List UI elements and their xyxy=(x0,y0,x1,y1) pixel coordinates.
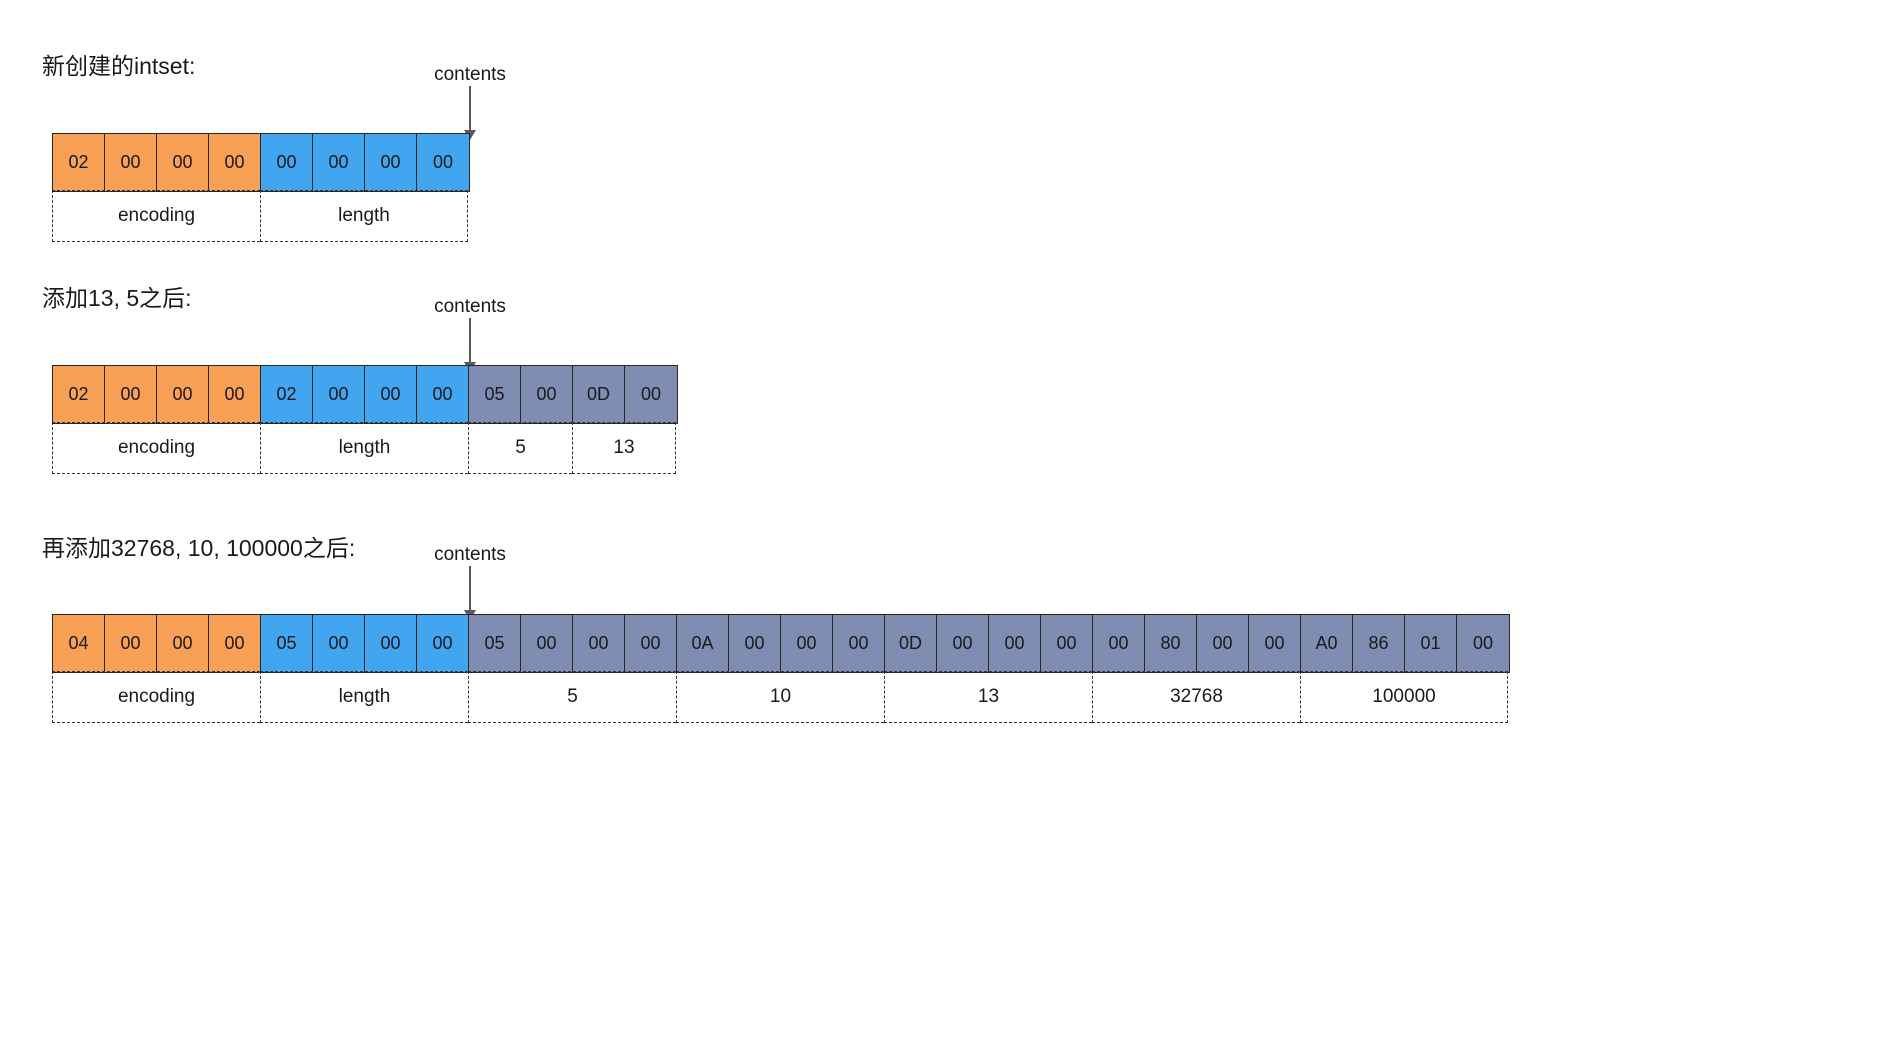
field-label-segment: 5 xyxy=(468,671,676,723)
byte-cell: 00 xyxy=(521,366,573,423)
byte-cell: 00 xyxy=(781,615,833,672)
byte-cell: 00 xyxy=(1093,615,1145,672)
byte-cell: 02 xyxy=(53,366,105,423)
byte-cell: 00 xyxy=(417,615,469,672)
byte-cell: 0A xyxy=(677,615,729,672)
byte-cell: 00 xyxy=(989,615,1041,672)
byte-cell: 00 xyxy=(365,366,417,423)
byte-cell: 05 xyxy=(261,615,313,672)
byte-cell: 00 xyxy=(417,366,469,423)
byte-cell: 05 xyxy=(469,366,521,423)
contents-pointer-arrow-icon xyxy=(464,86,476,140)
diagram-caption: 新创建的intset: xyxy=(42,53,196,79)
byte-cell: 00 xyxy=(365,615,417,672)
byte-cell: 00 xyxy=(209,615,261,672)
byte-cell: 00 xyxy=(1457,615,1509,672)
byte-cell: 86 xyxy=(1353,615,1405,672)
byte-cell: 0D xyxy=(885,615,937,672)
byte-cell: 00 xyxy=(729,615,781,672)
byte-cell: 00 xyxy=(417,134,469,191)
byte-cell: A0 xyxy=(1301,615,1353,672)
byte-cell: 00 xyxy=(157,134,209,191)
field-label-segment: encoding xyxy=(52,671,260,723)
contents-pointer-arrow-icon xyxy=(464,566,476,620)
byte-cell: 0D xyxy=(573,366,625,423)
byte-cell: 00 xyxy=(209,134,261,191)
byte-cell: 00 xyxy=(625,366,677,423)
byte-cell: 00 xyxy=(1249,615,1301,672)
contents-pointer-arrow-icon xyxy=(464,318,476,372)
byte-cell: 00 xyxy=(313,134,365,191)
field-label-segment: 32768 xyxy=(1092,671,1300,723)
byte-cell: 00 xyxy=(209,366,261,423)
diagram-caption: 添加13, 5之后: xyxy=(42,285,192,311)
byte-cell: 04 xyxy=(53,615,105,672)
byte-cell: 00 xyxy=(105,366,157,423)
byte-cell: 00 xyxy=(1041,615,1093,672)
byte-cell: 00 xyxy=(105,134,157,191)
byte-cell: 01 xyxy=(1405,615,1457,672)
byte-cell: 80 xyxy=(1145,615,1197,672)
field-label-segment: encoding xyxy=(52,422,260,474)
contents-pointer-label: contents xyxy=(434,544,506,565)
byte-cell: 00 xyxy=(261,134,313,191)
byte-cell: 00 xyxy=(157,615,209,672)
byte-cell: 00 xyxy=(313,366,365,423)
byte-cell: 00 xyxy=(157,366,209,423)
field-label-segment: 10 xyxy=(676,671,884,723)
diagram-caption: 再添加32768, 10, 100000之后: xyxy=(42,535,356,561)
field-label-segment: length xyxy=(260,671,468,723)
byte-cell: 00 xyxy=(521,615,573,672)
byte-cell: 05 xyxy=(469,615,521,672)
byte-cell: 00 xyxy=(833,615,885,672)
field-label-segment: encoding xyxy=(52,190,260,242)
byte-cell: 02 xyxy=(53,134,105,191)
byte-cell: 00 xyxy=(573,615,625,672)
byte-cell: 00 xyxy=(105,615,157,672)
field-label-segment: length xyxy=(260,422,468,474)
field-label-segment: length xyxy=(260,190,468,242)
contents-pointer-label: contents xyxy=(434,296,506,317)
byte-cell: 00 xyxy=(937,615,989,672)
byte-cell: 02 xyxy=(261,366,313,423)
field-label-segment: 100000 xyxy=(1300,671,1508,723)
contents-pointer-label: contents xyxy=(434,64,506,85)
field-label-segment: 5 xyxy=(468,422,572,474)
byte-cell: 00 xyxy=(313,615,365,672)
field-label-segment: 13 xyxy=(884,671,1092,723)
byte-cell: 00 xyxy=(625,615,677,672)
field-label-segment: 13 xyxy=(572,422,676,474)
byte-cell: 00 xyxy=(365,134,417,191)
byte-cell: 00 xyxy=(1197,615,1249,672)
